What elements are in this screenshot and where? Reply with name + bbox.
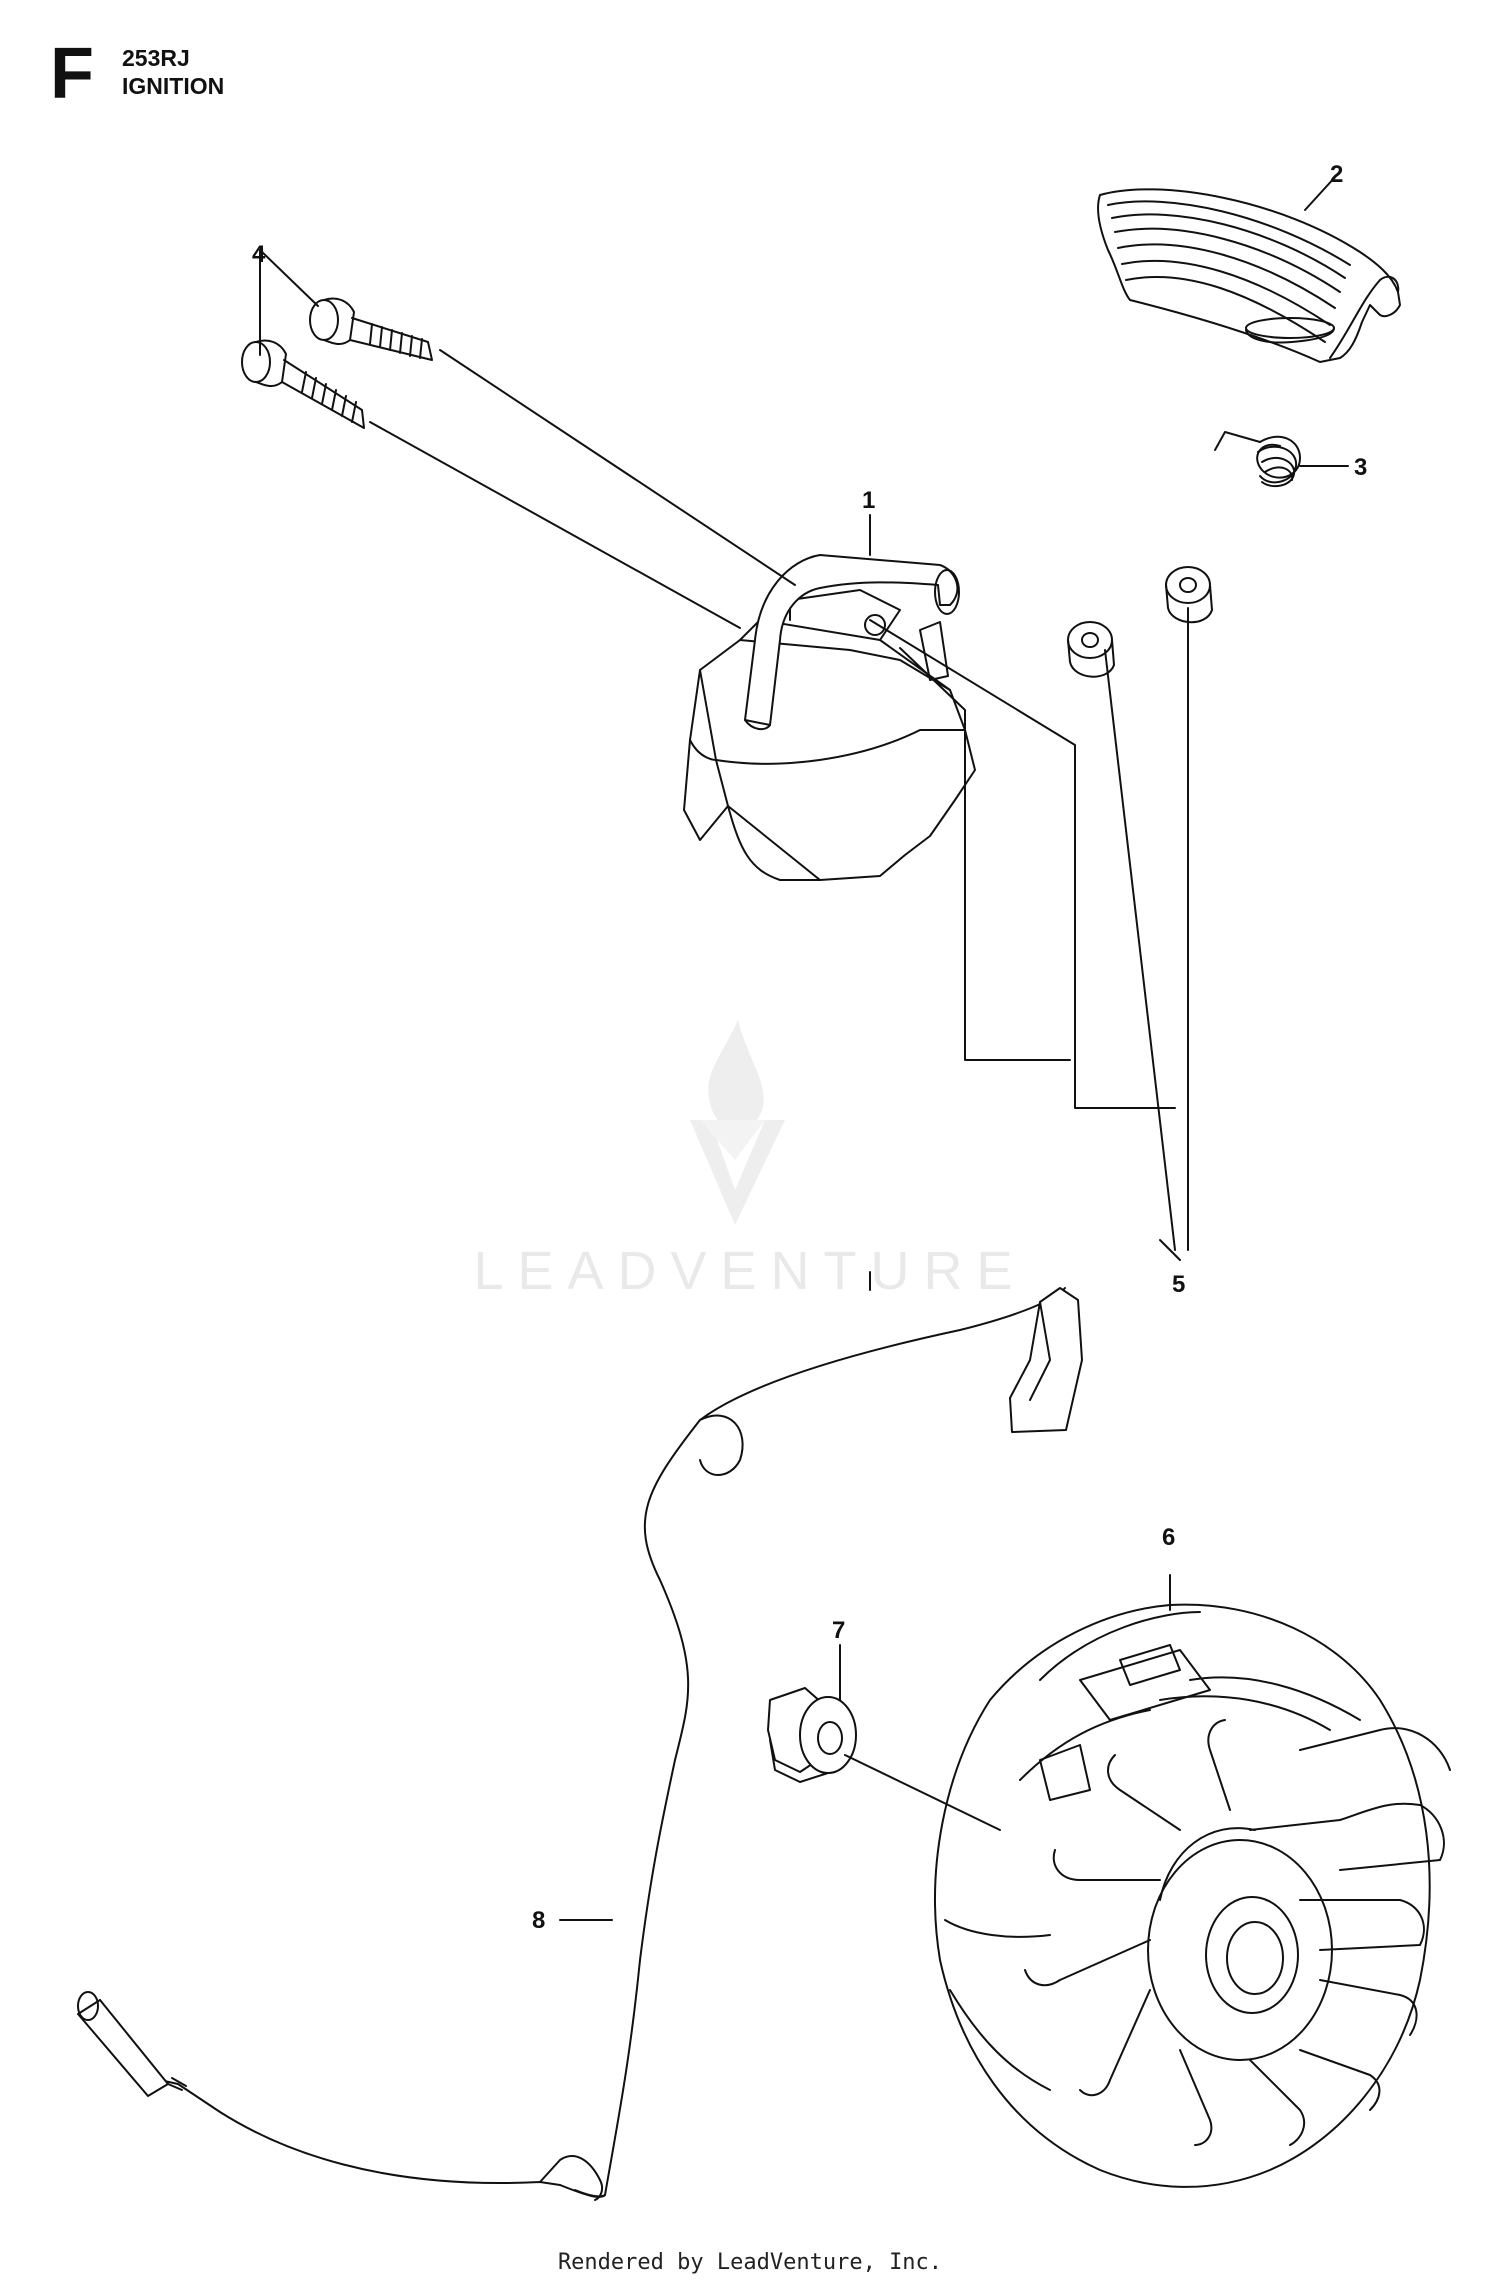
part-4-screws [241,297,433,429]
part-8-ignition-cable [77,1287,1083,2201]
part-5-spacers [1067,566,1213,678]
callout-1: 1 [862,487,875,514]
part-3-spring [1214,431,1349,488]
part-7-nut [767,1687,857,1783]
part-2-cover [1097,188,1401,363]
callout-4: 4 [252,241,266,268]
callout-3: 3 [1354,454,1367,481]
callout-labels: 1 2 3 4 5 6 7 8 [252,161,1367,1934]
footer-credit: Rendered by LeadVenture, Inc. [557,2250,943,2275]
model-number: 253RJ [122,45,190,71]
callout-6: 6 [1162,1524,1175,1551]
watermark-text: LEADVENTURE [473,1241,1027,1301]
leader-lines [259,175,1337,1921]
callout-5: 5 [1172,1271,1185,1298]
callout-2: 2 [1330,161,1343,188]
callout-8: 8 [532,1907,545,1934]
section-title: IGNITION [122,73,225,99]
callout-7: 7 [832,1617,845,1644]
part-1-ignition-coil [683,554,976,881]
section-letter: F [50,34,94,114]
part-6-flywheel [934,1603,1451,2188]
